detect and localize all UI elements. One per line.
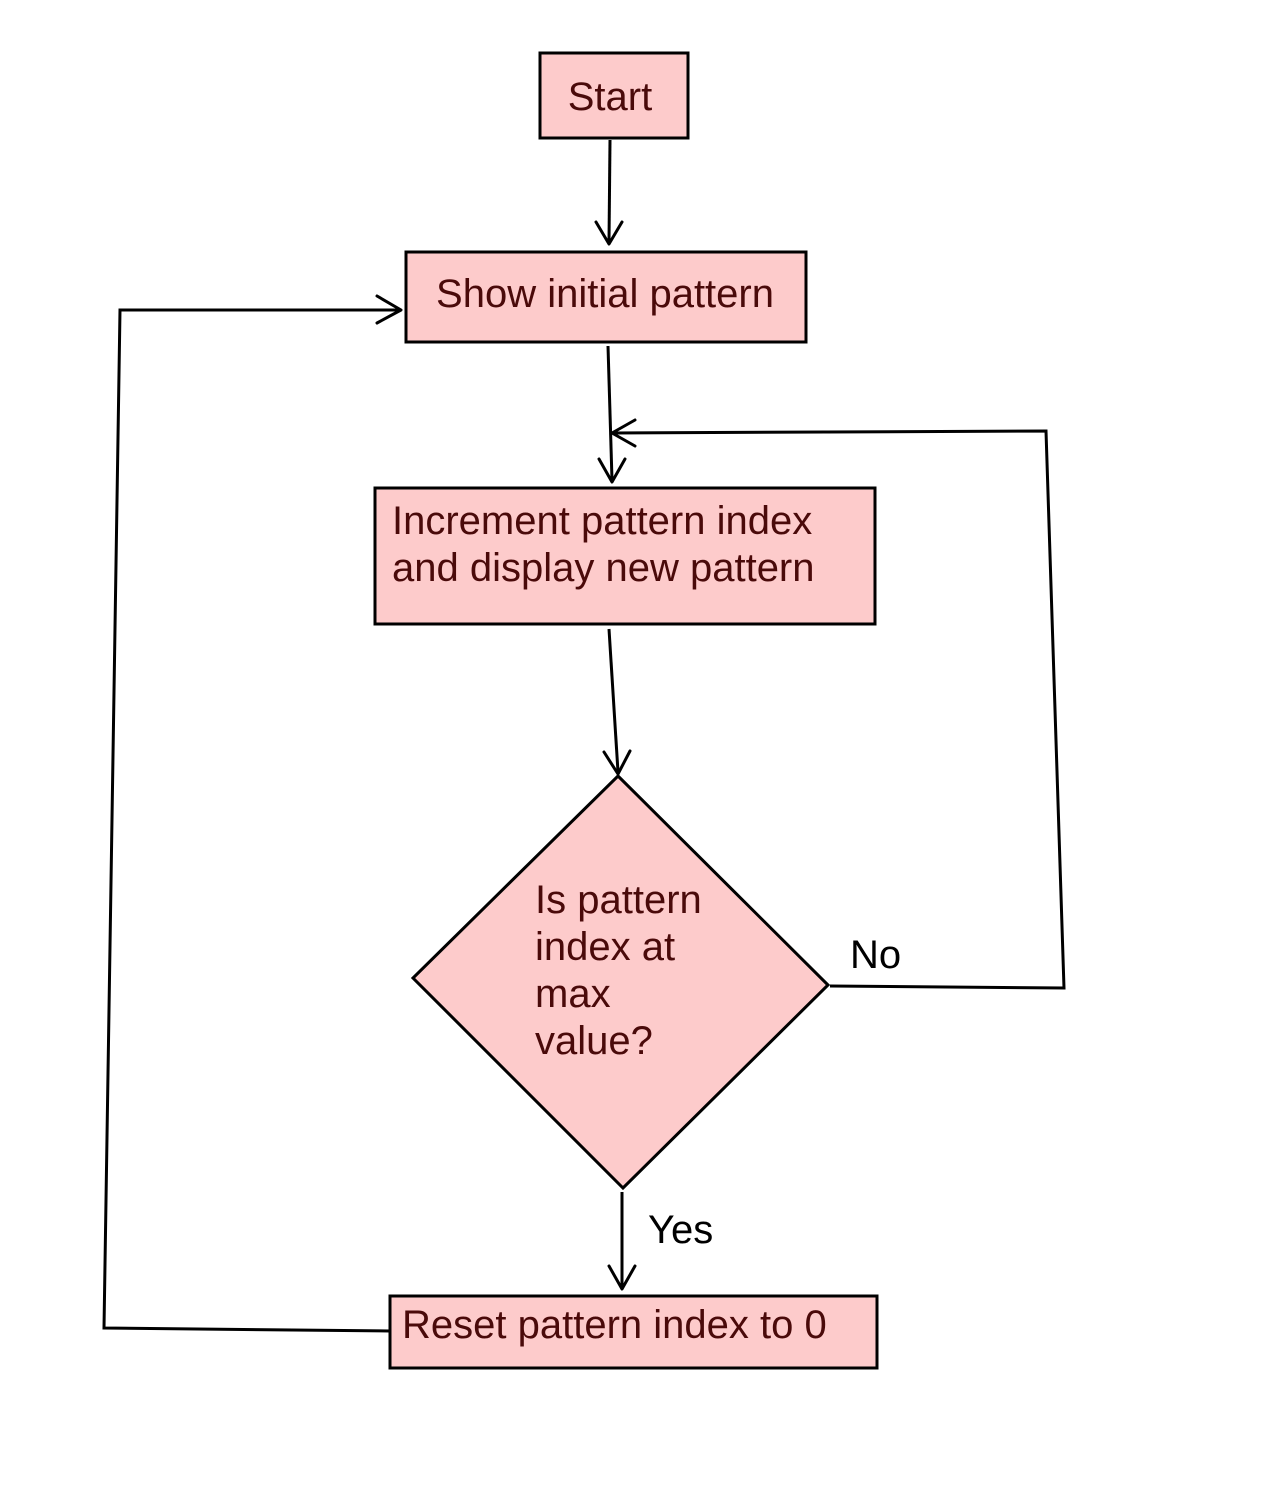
decision-label-line2: index at (535, 925, 675, 969)
edge-show-to-increment (597, 345, 627, 484)
edge-increment-to-decision (602, 628, 632, 776)
increment-pattern-label-line2: and display new pattern (392, 546, 815, 590)
decision-node: Is pattern index at max value? (410, 773, 831, 1191)
increment-pattern-node: Increment pattern index and display new … (373, 486, 877, 626)
edge-reset-loop-to-show (102, 294, 403, 1333)
reset-pattern-node: Reset pattern index to 0 (388, 1294, 879, 1370)
decision-label-line1: Is pattern (535, 878, 702, 922)
reset-pattern-box (388, 1294, 879, 1370)
show-initial-pattern-label: Show initial pattern (436, 272, 774, 316)
decision-label-line3: max (535, 972, 611, 1016)
show-initial-pattern-node: Show initial pattern (404, 250, 808, 344)
start-box (538, 51, 690, 140)
arrowhead-left (610, 418, 637, 448)
edge-decision-no-loop: No (610, 418, 1066, 990)
arrowhead-down (602, 749, 632, 776)
arrowhead-down (607, 1264, 637, 1291)
increment-pattern-box (373, 486, 877, 626)
show-initial-pattern-box (404, 250, 808, 344)
no-label: No (850, 933, 901, 977)
edge-start-to-show (594, 139, 624, 246)
start-node: Start (538, 51, 690, 140)
arrowhead-down (597, 457, 627, 484)
edge-decision-yes: Yes (607, 1192, 713, 1291)
decision-label-line4: value? (535, 1019, 653, 1063)
arrowhead-right (375, 294, 403, 325)
yes-label: Yes (648, 1208, 713, 1252)
increment-pattern-label-line1: Increment pattern index (392, 499, 812, 543)
reset-pattern-label: Reset pattern index to 0 (402, 1303, 827, 1347)
start-label: Start (568, 75, 652, 119)
arrowhead-down (594, 220, 624, 246)
decision-diamond (410, 773, 831, 1191)
